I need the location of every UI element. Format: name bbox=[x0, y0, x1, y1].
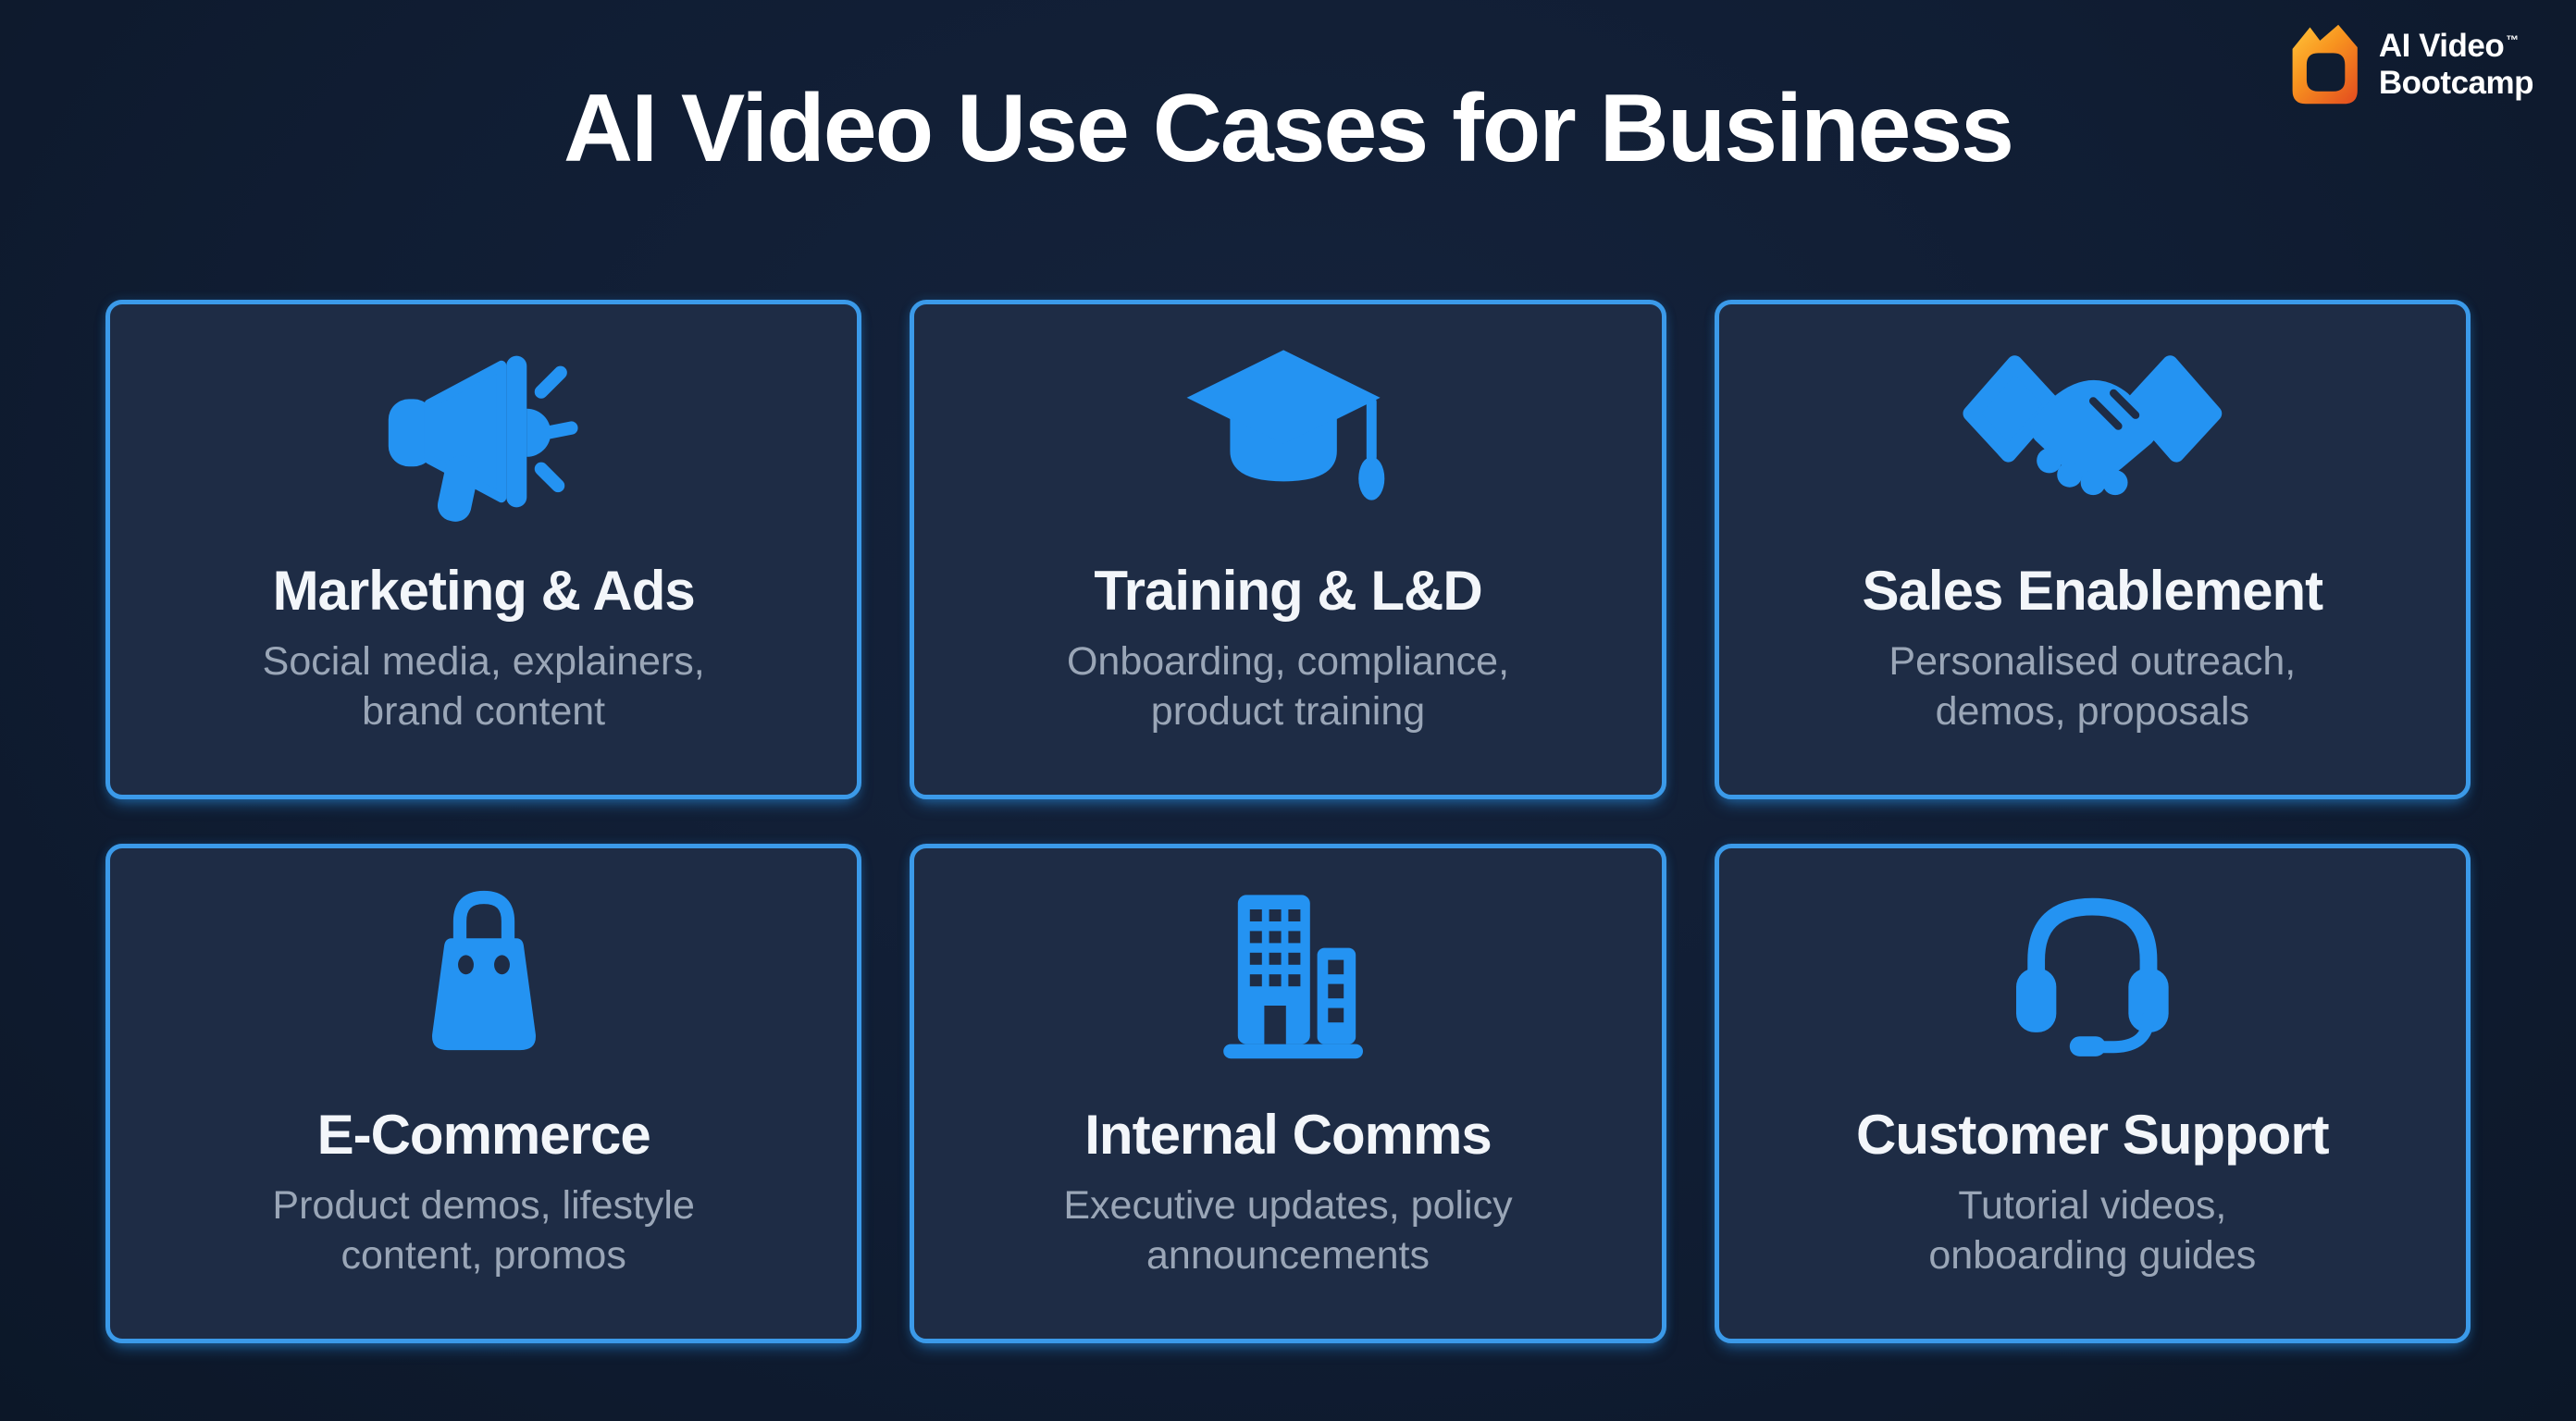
logo-line1: AI Video bbox=[2378, 28, 2505, 65]
flame-logo-icon bbox=[2292, 24, 2358, 105]
trademark-symbol: ™ bbox=[2506, 32, 2519, 48]
handshake-icon bbox=[1955, 341, 2230, 522]
card-title: E-Commerce bbox=[316, 1104, 651, 1167]
shopping-bag-icon bbox=[412, 885, 556, 1066]
card-subtitle: Tutorial videos, onboarding guides bbox=[1928, 1183, 2257, 1279]
card-title: Sales Enablement bbox=[1862, 560, 2324, 623]
card-training-ld: Training & L&D Onboarding, compliance, p… bbox=[910, 300, 1666, 800]
card-title: Internal Comms bbox=[1084, 1104, 1492, 1167]
card-title: Customer Support bbox=[1855, 1104, 2330, 1167]
headset-icon bbox=[1992, 885, 2193, 1066]
card-subtitle: Executive updates, policy announcements bbox=[1063, 1183, 1513, 1279]
card-title: Training & L&D bbox=[1094, 560, 1482, 623]
card-title: Marketing & Ads bbox=[272, 560, 696, 623]
logo-line2: Bootcamp bbox=[2378, 65, 2534, 101]
card-sales-enablement: Sales Enablement Personalised outreach, … bbox=[1714, 300, 2471, 800]
card-ecommerce: E-Commerce Product demos, lifestyle cont… bbox=[105, 844, 862, 1344]
header: AI Video Use Cases for Business AI Video… bbox=[0, 24, 2576, 182]
use-case-grid: Marketing & Ads Social media, explainers… bbox=[105, 300, 2471, 1344]
card-subtitle: Onboarding, compliance, product training bbox=[1066, 639, 1510, 735]
card-marketing-ads: Marketing & Ads Social media, explainers… bbox=[105, 300, 862, 800]
megaphone-icon bbox=[381, 341, 586, 523]
card-customer-support: Customer Support Tutorial videos, onboar… bbox=[1714, 844, 2471, 1344]
card-subtitle: Social media, explainers, brand content bbox=[262, 639, 705, 735]
card-subtitle: Product demos, lifestyle content, promos bbox=[272, 1183, 695, 1279]
card-subtitle: Personalised outreach, demos, proposals bbox=[1889, 639, 2297, 735]
page-title: AI Video Use Cases for Business bbox=[563, 75, 2014, 182]
graduation-cap-icon bbox=[1172, 341, 1404, 522]
card-internal-comms: Internal Comms Executive updates, policy… bbox=[910, 844, 1666, 1344]
building-icon bbox=[1195, 885, 1381, 1066]
